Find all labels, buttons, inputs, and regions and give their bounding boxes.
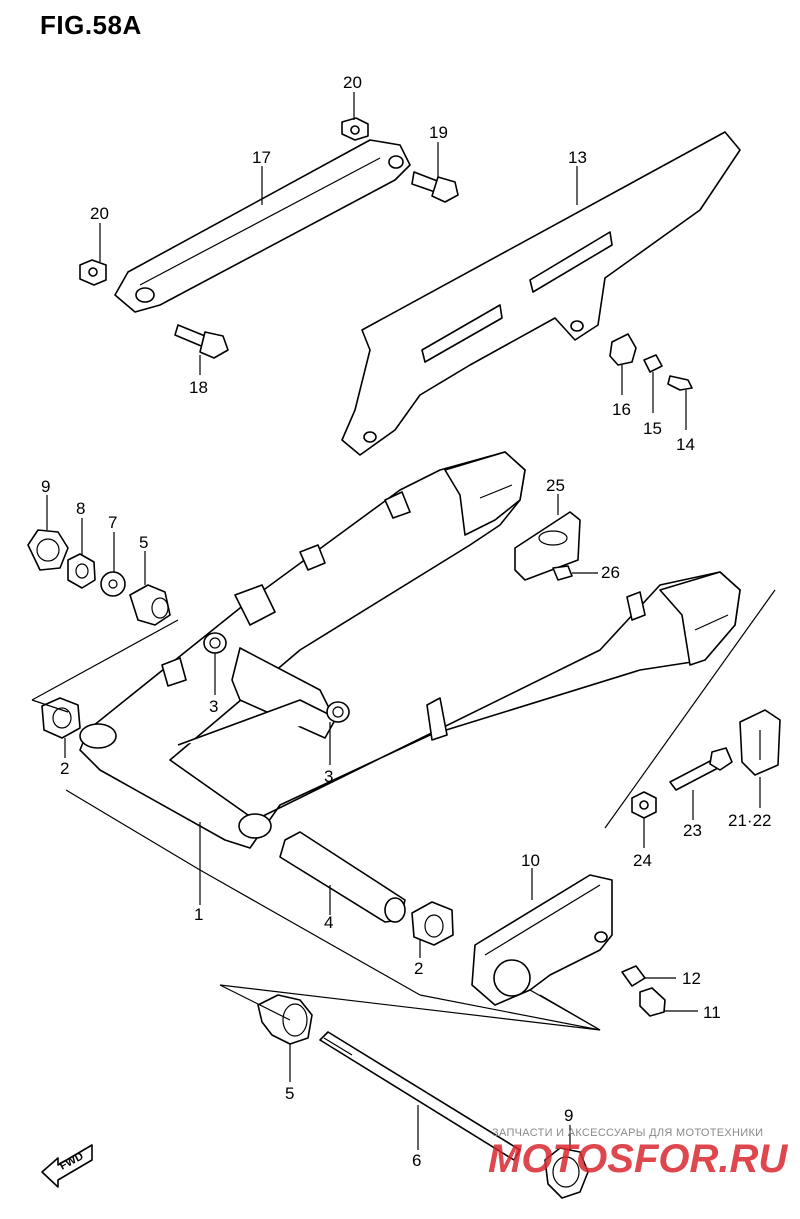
chain-guide-part-10 — [471, 874, 613, 1006]
guide-line-right-2 — [529, 989, 601, 1031]
bolt-part-11 — [639, 987, 666, 1017]
guide-line-left — [31, 619, 179, 701]
screw-part-26 — [552, 565, 573, 581]
callout-26: 26 — [601, 563, 620, 582]
callout-15: 15 — [643, 419, 662, 438]
guide-line-right — [604, 589, 776, 829]
callout-14: 14 — [676, 435, 695, 454]
callout-2-left: 2 — [60, 759, 69, 778]
callout-4: 4 — [324, 913, 333, 932]
swingarm-part-1 — [79, 451, 741, 849]
screw-part-14 — [667, 375, 693, 391]
callout-9-left: 9 — [41, 477, 50, 496]
watermark: ЗАПЧАСТИ И АКСЕССУАРЫ ДЛЯ МОТОТЕХНИКИ MO… — [488, 1127, 788, 1181]
callout-18: 18 — [189, 378, 208, 397]
bush-part-5-left — [129, 584, 171, 626]
callout-10: 10 — [521, 851, 540, 870]
callout-3-upper: 3 — [209, 697, 218, 716]
leader-lines — [46, 92, 761, 1150]
damper-part-16 — [609, 333, 637, 366]
callout-3-lower: 3 — [324, 767, 333, 786]
bush-part-5-lower — [257, 994, 313, 1045]
plate-part-21-22 — [739, 709, 781, 776]
figure-title: FIG.58A — [40, 10, 142, 40]
callout-5-left: 5 — [139, 533, 148, 552]
callout-12: 12 — [682, 969, 701, 988]
callout-6: 6 — [412, 1151, 421, 1170]
callout-25: 25 — [546, 476, 565, 495]
torque-rod-part-17 — [114, 139, 411, 313]
callout-13: 13 — [568, 148, 587, 167]
callout-9-lower: 9 — [564, 1106, 573, 1125]
callout-labels: 20 19 17 13 20 18 16 15 14 9 25 8 7 5 26… — [41, 73, 771, 1170]
watermark-tagline: ЗАПЧАСТИ И АКСЕССУАРЫ ДЛЯ МОТОТЕХНИКИ — [492, 1127, 763, 1139]
callout-5-lower: 5 — [285, 1084, 294, 1103]
callout-23: 23 — [683, 821, 702, 840]
callout-20-top: 20 — [343, 73, 362, 92]
cap-part-9-left — [27, 529, 69, 571]
forward-direction-icon: FWD — [41, 1144, 93, 1188]
callout-21-22: 21·22 — [728, 811, 771, 830]
callout-19: 19 — [429, 123, 448, 142]
bearing-part-2-right — [411, 901, 454, 946]
plate-part-25 — [514, 511, 581, 581]
pivot-tube-part-4 — [279, 831, 406, 923]
bearing-part-3-lower — [326, 701, 350, 723]
watermark-brand: MOTOSFOR.RU — [488, 1137, 788, 1181]
callout-20-left: 20 — [90, 204, 109, 223]
callout-7: 7 — [108, 513, 117, 532]
pivot-shaft-part-6 — [319, 1031, 521, 1161]
guide-line-left-lower — [31, 699, 69, 713]
collar-part-15 — [643, 354, 663, 373]
callout-2-right: 2 — [414, 959, 423, 978]
collar-part-12 — [621, 965, 646, 987]
callout-24: 24 — [633, 851, 652, 870]
callout-8: 8 — [76, 499, 85, 518]
cap-part-9-lower — [544, 1147, 589, 1199]
spacer-part-8 — [67, 553, 96, 589]
nut-part-20-left — [79, 259, 107, 286]
bolt-part-19 — [411, 171, 459, 203]
bolt-part-18 — [174, 324, 229, 359]
bearing-part-3-upper — [203, 632, 227, 654]
callout-1: 1 — [194, 905, 203, 924]
washer-part-7 — [100, 571, 126, 597]
chain-cover-part-13 — [341, 131, 741, 456]
nut-part-24 — [631, 791, 657, 819]
bolt-part-23 — [669, 747, 733, 791]
bearing-part-2-left — [41, 697, 81, 739]
callout-17: 17 — [252, 148, 271, 167]
nut-part-20-top — [341, 117, 369, 141]
guide-line-bottom-2 — [219, 984, 291, 1021]
callout-16: 16 — [612, 400, 631, 419]
callout-11: 11 — [703, 1003, 721, 1022]
